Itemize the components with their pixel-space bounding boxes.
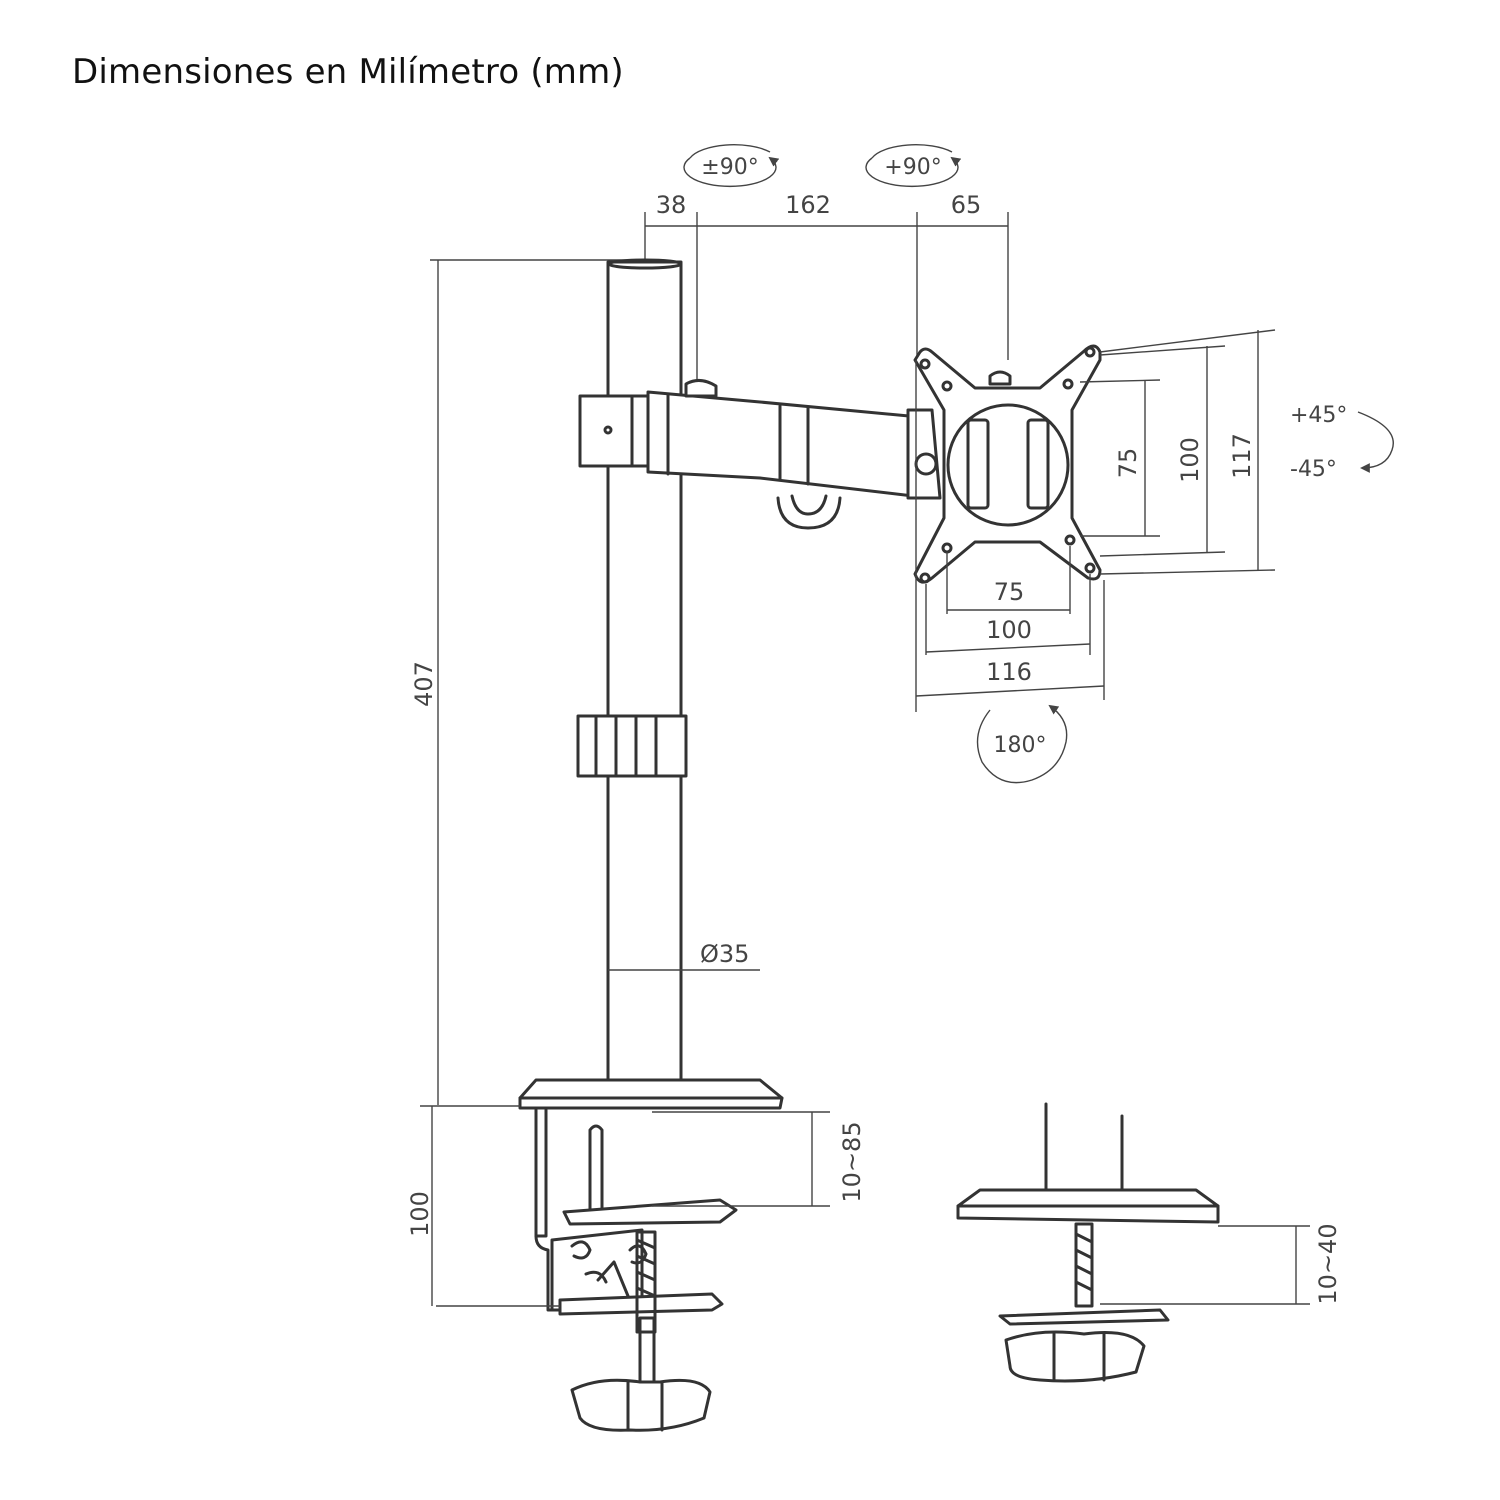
arm-offset-label: 38 [656, 191, 687, 219]
swivel-head-indicator: +90° [865, 144, 962, 188]
head-depth-label: 65 [951, 191, 982, 219]
vesa-small-h-label: 75 [994, 578, 1025, 606]
clamp-dimensions: 100 10~85 [406, 1105, 866, 1307]
tilt-up-label: +45° [1290, 403, 1347, 428]
rotate-label: 180° [994, 733, 1047, 758]
swivel-arm-label: ±90° [701, 155, 758, 180]
clamp-base [518, 1078, 784, 1432]
grommet-range-label: 10~40 [1314, 1223, 1342, 1304]
vesa-horizontal-dimensions: 75 100 116 [915, 360, 1105, 712]
pole: Ø35 [606, 258, 760, 1084]
tilt-indicator: +45° -45° [1290, 403, 1394, 482]
rotate-indicator: 180° [976, 704, 1068, 784]
page-title: Dimensiones en Milímetro (mm) [72, 52, 624, 92]
swivel-arm-indicator: ±90° [683, 144, 780, 188]
pole-height-label: 407 [410, 661, 438, 707]
plate-width-label: 116 [986, 658, 1032, 686]
arm [578, 379, 942, 530]
clamp-range-label: 10~85 [838, 1121, 866, 1202]
vesa-vertical-dimensions: 75 100 117 [1079, 329, 1276, 575]
arm-length-label: 162 [785, 191, 831, 219]
top-dimension-lines: 38 162 65 [644, 191, 1009, 380]
vesa-large-v-label: 100 [1176, 437, 1204, 483]
cable-clip [576, 714, 688, 778]
vesa-plate [913, 344, 1102, 584]
plate-height-label: 117 [1228, 433, 1256, 479]
clamp-height-label: 100 [406, 1191, 434, 1237]
pole-diameter-label: Ø35 [700, 940, 749, 968]
grommet-dimension: 10~40 [1100, 1223, 1342, 1305]
tilt-down-label: -45° [1290, 457, 1337, 482]
swivel-head-label: +90° [884, 155, 941, 180]
pole-height-dimension: 407 [410, 259, 645, 1105]
grommet-mount [956, 1102, 1220, 1383]
vesa-small-v-label: 75 [1114, 448, 1142, 479]
vesa-large-h-label: 100 [986, 616, 1032, 644]
